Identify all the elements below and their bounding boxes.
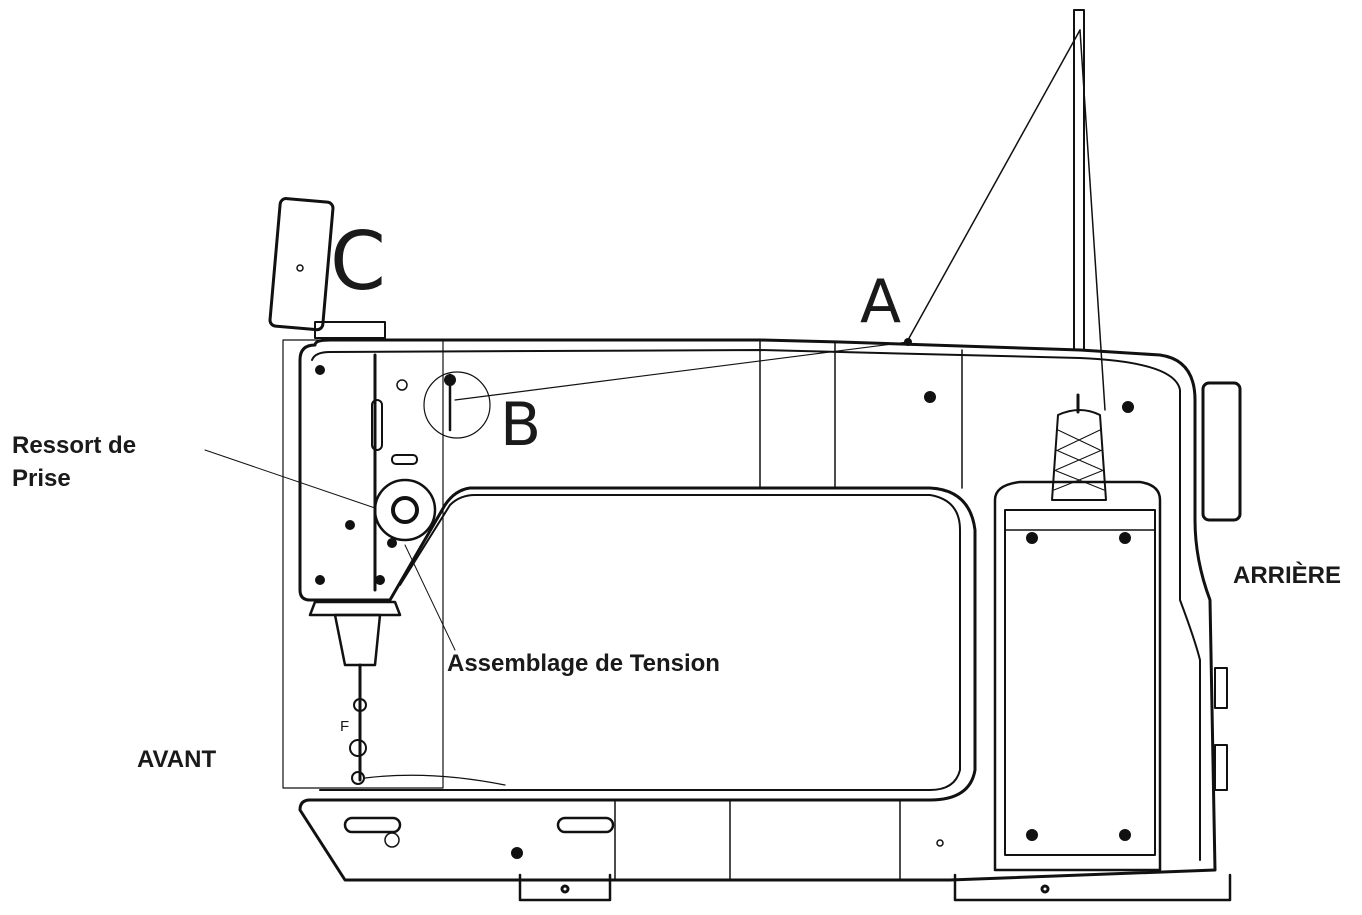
leader-ressort	[204, 449, 376, 509]
label-ressort-line1: Ressort de	[12, 432, 137, 459]
rear-column	[993, 480, 1162, 872]
thread-stand-pole	[1073, 9, 1085, 351]
front-foot	[518, 873, 612, 902]
rear-foot	[953, 873, 1232, 902]
label-f: F	[340, 718, 350, 735]
tension-assembly	[373, 478, 437, 542]
machine-body-outline	[298, 338, 1217, 882]
handwheel	[1201, 381, 1242, 522]
label-c: C	[330, 215, 386, 308]
label-avant: AVANT	[137, 746, 217, 773]
detail-circle-b	[423, 371, 491, 439]
label-a: A	[860, 267, 902, 337]
thread-spool	[1051, 409, 1107, 501]
control-box-c	[268, 197, 335, 332]
label-b: B	[500, 390, 542, 460]
label-ressort-line2: Prise	[12, 465, 71, 492]
leader-tension	[404, 544, 456, 651]
label-tension: Assemblage de Tension	[447, 650, 720, 677]
needle-bar	[308, 600, 402, 617]
throat-opening	[319, 494, 961, 791]
head-detail-box	[282, 339, 444, 789]
label-arriere: ARRIÈRE	[1233, 562, 1342, 589]
